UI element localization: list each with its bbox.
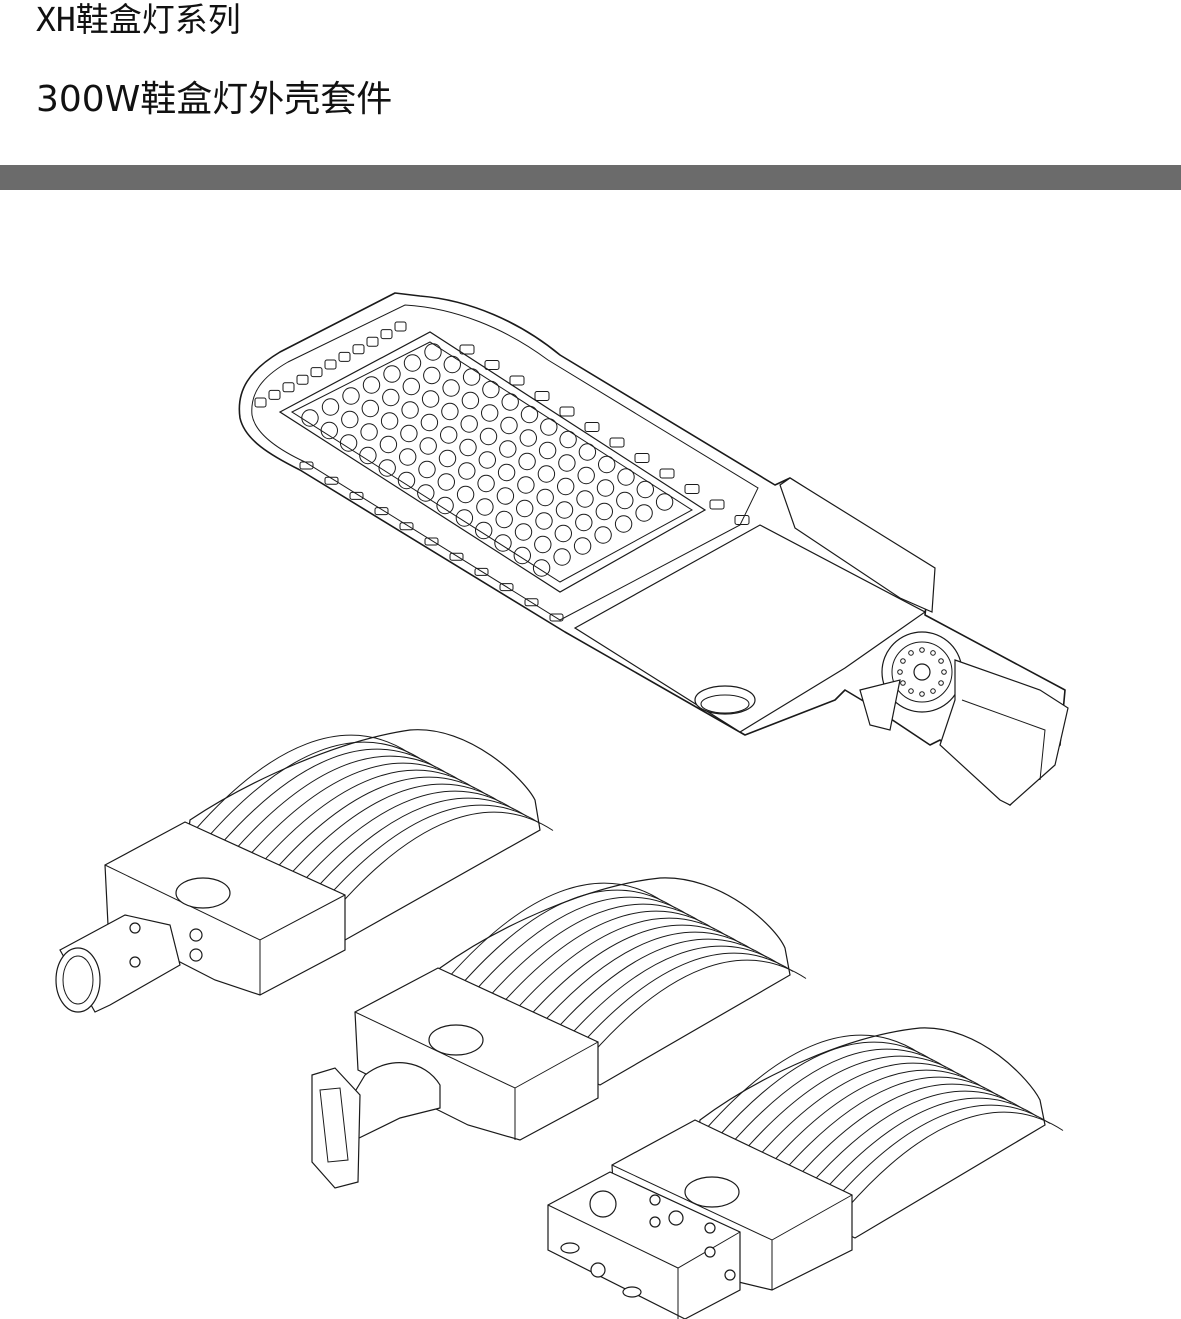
- shoebox-light-led-panel-view-icon: [238, 292, 1069, 806]
- header-divider-bar: [0, 165, 1181, 190]
- shoebox-light-yoke-view-icon: [547, 1027, 1064, 1319]
- series-title: XH鞋盒灯系列: [36, 0, 241, 39]
- shoebox-light-slipfitter-view-icon: [55, 729, 554, 1013]
- shoebox-light-wall-arm-view-icon: [311, 877, 807, 1189]
- product-title: 300W鞋盒灯外壳套件: [36, 79, 393, 120]
